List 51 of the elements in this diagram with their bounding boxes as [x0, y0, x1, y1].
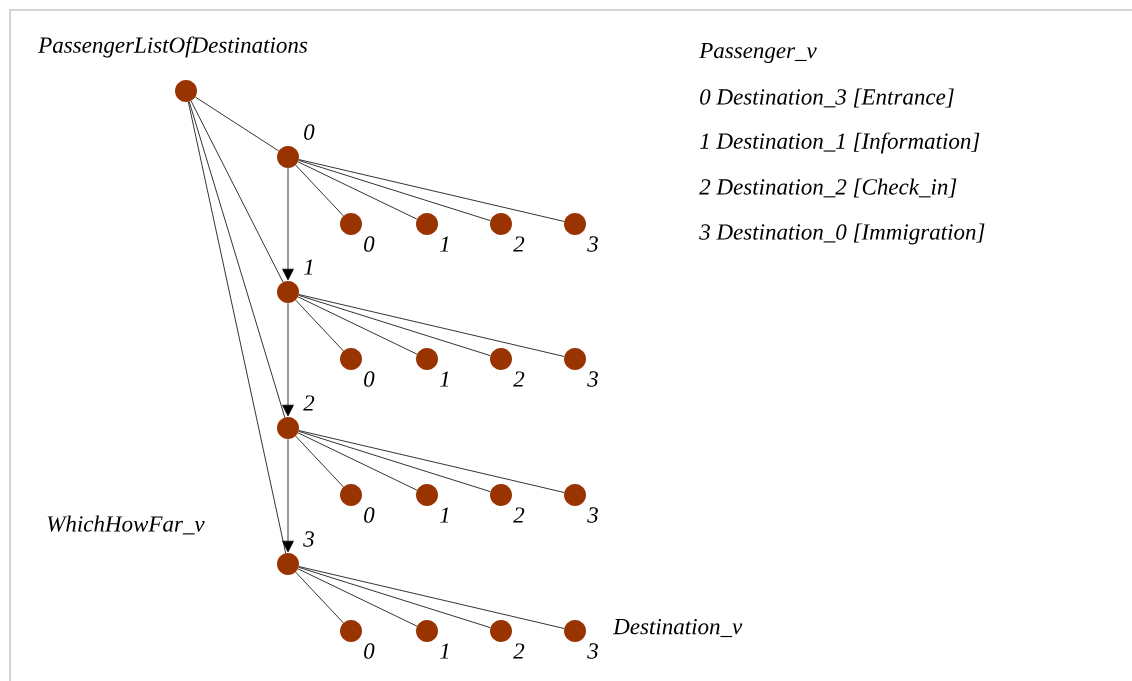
node-label: PassengerListOfDestinations: [38, 36, 308, 58]
node-label: 0: [364, 236, 375, 252]
node-label: 3: [303, 531, 314, 547]
connector: [297, 432, 418, 491]
label: Destination_v: [612, 618, 743, 638]
connector: [295, 164, 344, 217]
connector: [282, 438, 294, 553]
connector: [298, 159, 491, 222]
node-label: 3: [587, 643, 598, 659]
connector: [298, 430, 565, 493]
node-label: 1: [440, 371, 449, 387]
connector: [298, 159, 565, 222]
label: WhichHowFar_v: [47, 515, 205, 535]
connector: [295, 299, 344, 352]
node-label: 1: [440, 236, 449, 252]
node-label: 2: [513, 236, 525, 252]
node-label: 1: [440, 643, 449, 659]
node-label: 0: [364, 371, 375, 387]
connector: [187, 101, 287, 554]
node-label: 2: [513, 507, 525, 523]
connector: [298, 566, 491, 629]
node-label: 2: [513, 371, 525, 387]
node-label: 2: [513, 643, 525, 659]
connector: [297, 161, 418, 220]
node-label: 0: [364, 643, 375, 659]
label: 0 Destination_3 [Entrance]: [700, 88, 954, 108]
connector: [298, 294, 491, 357]
node-label: 0: [364, 507, 375, 523]
node-label: 3: [587, 507, 598, 523]
connector: [295, 571, 344, 624]
label: 3 Destination_0 [Immigration]: [699, 223, 985, 245]
connector: [297, 568, 418, 627]
connector: [195, 96, 279, 152]
node-label: 3: [587, 371, 598, 387]
connector: [298, 430, 491, 493]
node-label: 3: [587, 236, 598, 252]
label: 2 Destination_2 [Check_in]: [699, 178, 957, 198]
connector: [298, 566, 565, 629]
node-label: 2: [303, 395, 315, 411]
node-label: 1: [440, 507, 449, 523]
connector: [188, 101, 286, 418]
label: Passenger_v: [699, 43, 817, 63]
connector: [297, 296, 418, 355]
connector: [298, 294, 565, 357]
connector: [282, 167, 294, 281]
node-label: 1: [304, 259, 313, 275]
connector: [295, 435, 344, 488]
connector: [190, 100, 284, 283]
connector: [282, 302, 294, 417]
label: 1 Destination_1 [Information]: [700, 132, 980, 154]
node-label: 0: [304, 124, 315, 140]
